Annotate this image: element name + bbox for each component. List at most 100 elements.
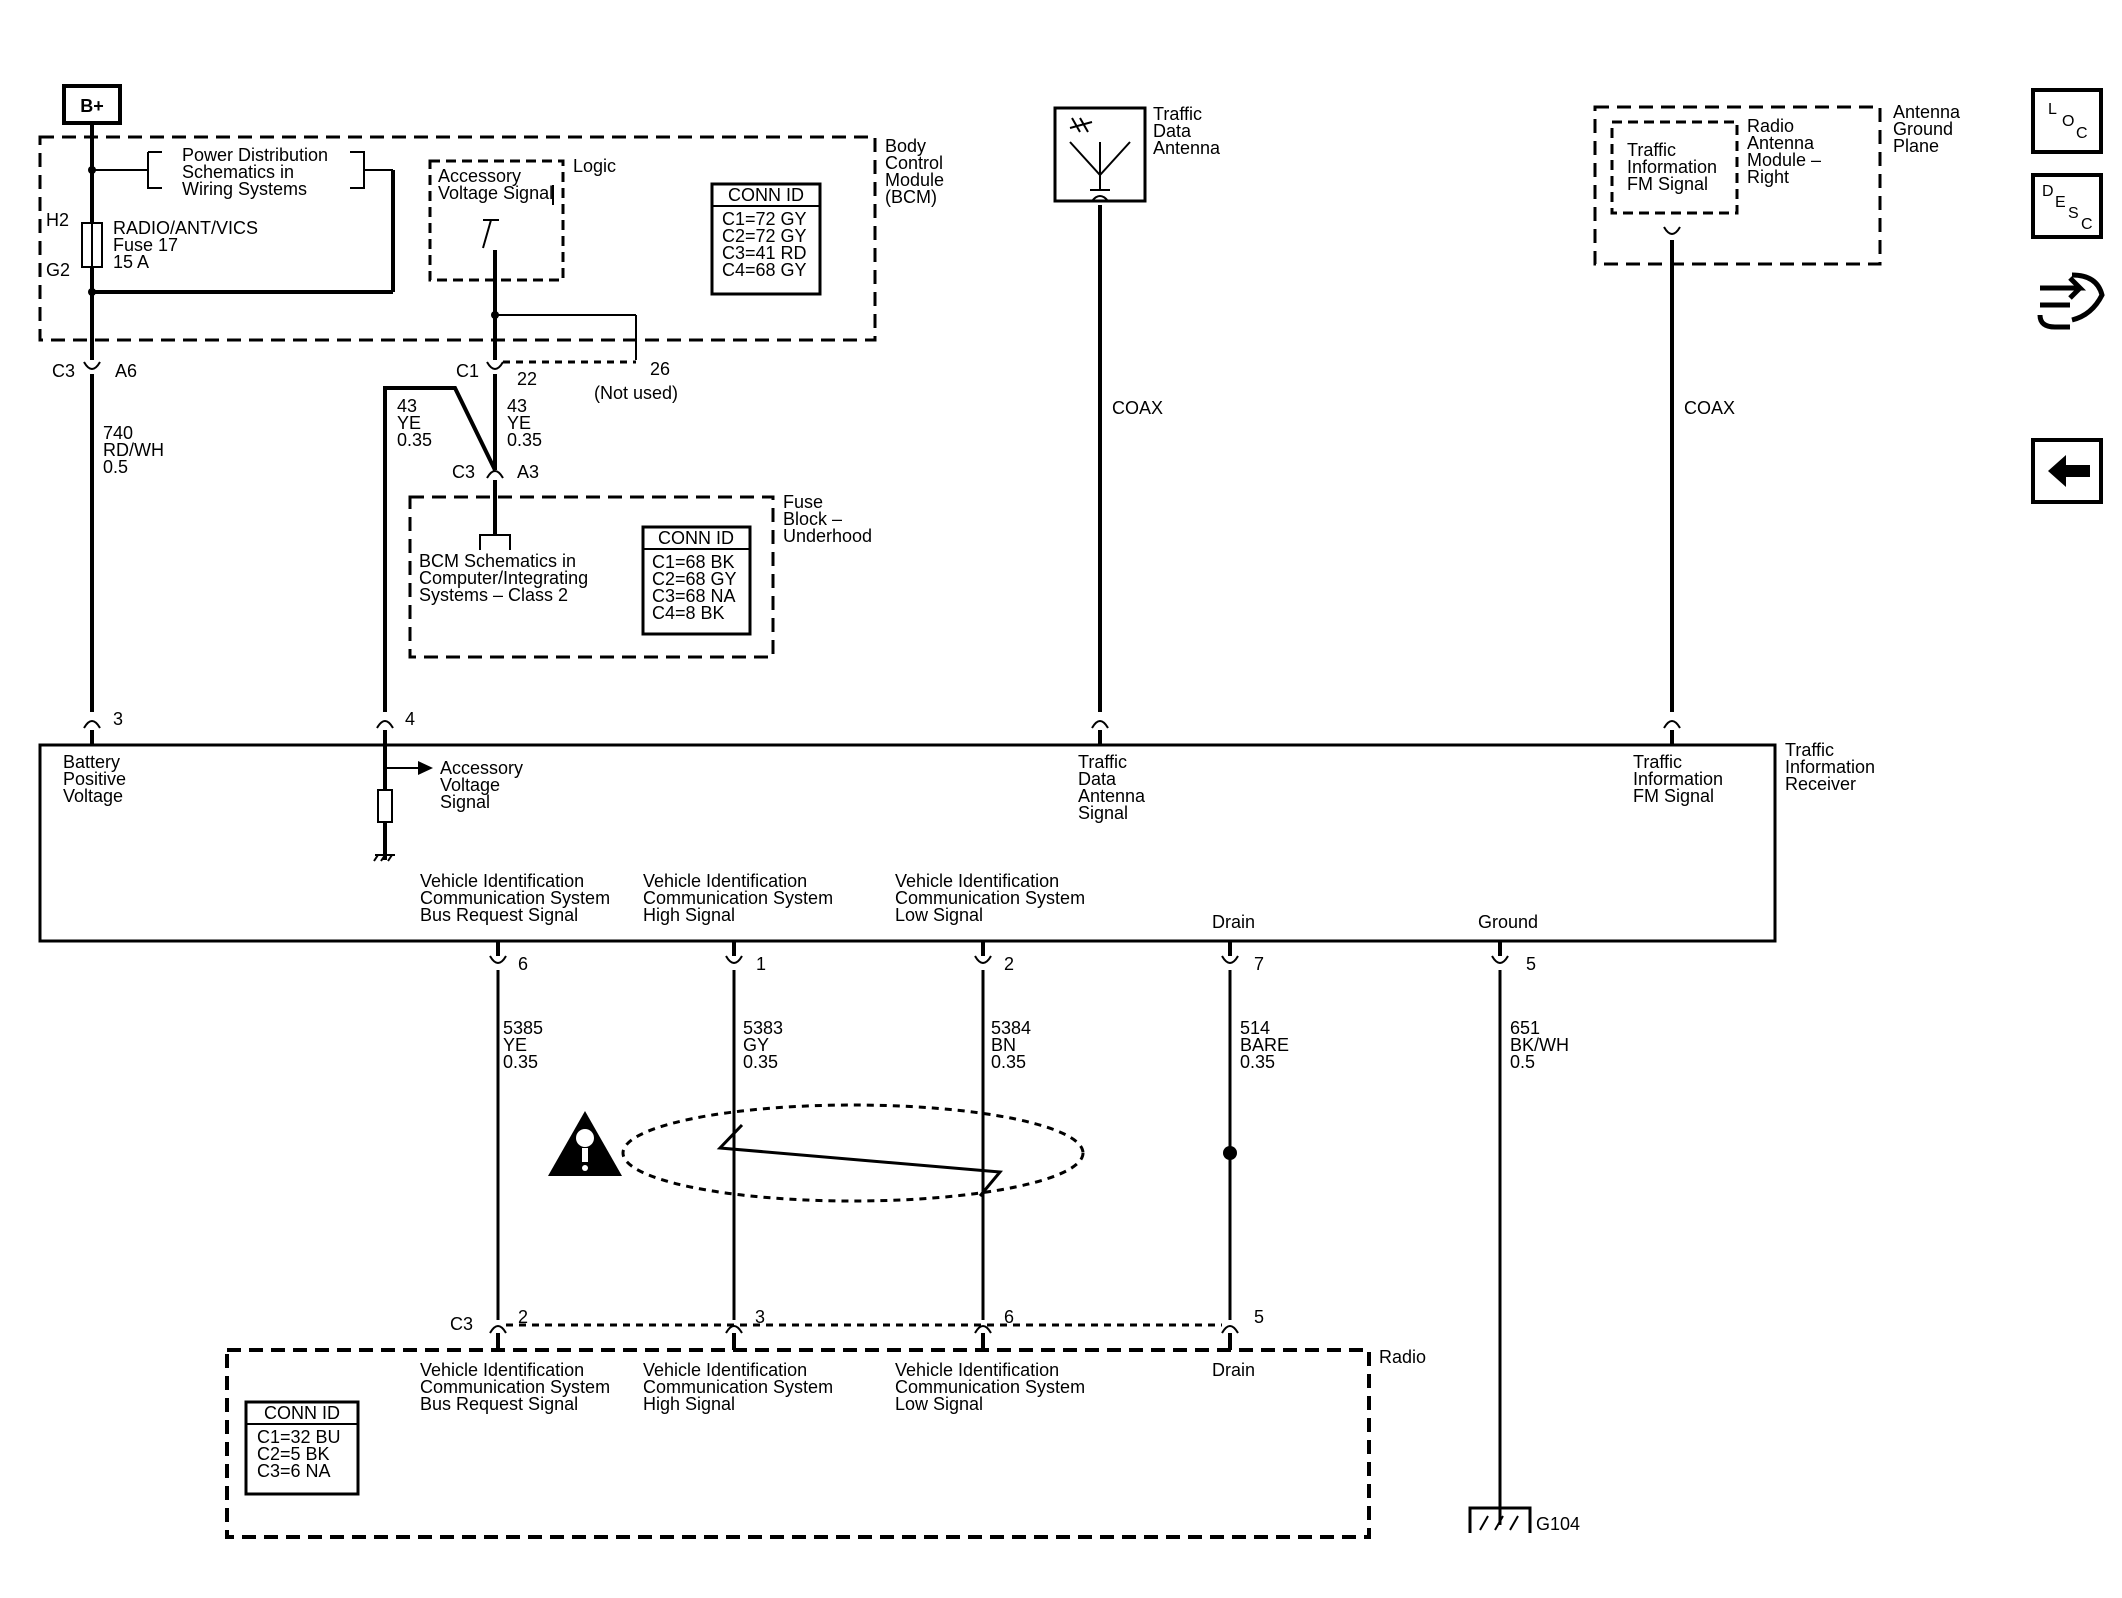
svg-text:C: C <box>2076 125 2088 142</box>
radio-bus-request-label: Vehicle Identification Communication Sys… <box>420 1360 610 1414</box>
svg-text:C3=41 RD: C3=41 RD <box>722 243 807 263</box>
receiver-pin-4: 4 <box>405 709 415 729</box>
svg-text:5384: 5384 <box>991 1018 1031 1038</box>
wire-514-label: 514 BARE 0.35 <box>1240 1018 1289 1072</box>
svg-text:GY: GY <box>743 1035 769 1055</box>
receiver-drain-label: Drain <box>1212 912 1255 932</box>
svg-text:Vehicle Identification: Vehicle Identification <box>895 871 1059 891</box>
svg-text:Vehicle Identification: Vehicle Identification <box>420 1360 584 1380</box>
pull-down-resistor <box>377 789 393 823</box>
wire-740-label: 740 RD/WH 0.5 <box>103 423 164 477</box>
svg-text:740: 740 <box>103 423 133 443</box>
receiver-bus-request-label: Vehicle Identification Communication Sys… <box>420 871 610 925</box>
svg-text:5385: 5385 <box>503 1018 543 1038</box>
radio-connector-pins: 2 3 6 5 <box>489 1307 1264 1334</box>
bcm-title: Body Control Module (BCM) <box>885 136 944 207</box>
svg-text:Communication System: Communication System <box>895 1377 1085 1397</box>
svg-text:RADIO/ANT/VICS: RADIO/ANT/VICS <box>113 218 258 238</box>
svg-text:S: S <box>2068 205 2079 222</box>
svg-text:Signal: Signal <box>1078 803 1128 823</box>
svg-text:0.35: 0.35 <box>397 430 432 450</box>
connector-pin-26: 26 <box>650 359 670 379</box>
svg-text:Systems – Class 2: Systems – Class 2 <box>419 585 568 605</box>
radio-high-signal-label: Vehicle Identification Communication Sys… <box>643 1360 833 1414</box>
coax-label-2: COAX <box>1684 398 1735 418</box>
wire-5383-label: 5383 GY 0.35 <box>743 1018 783 1072</box>
svg-text:6: 6 <box>518 954 528 974</box>
svg-text:2: 2 <box>1004 954 1014 974</box>
svg-text:Wiring Systems: Wiring Systems <box>182 179 307 199</box>
svg-text:Bus Request Signal: Bus Request Signal <box>420 905 578 925</box>
svg-text:Communication System: Communication System <box>420 1377 610 1397</box>
svg-text:High Signal: High Signal <box>643 1394 735 1414</box>
coax-label-1: COAX <box>1112 398 1163 418</box>
svg-text:Control: Control <box>885 153 943 173</box>
svg-text:0.35: 0.35 <box>503 1052 538 1072</box>
svg-text:C2=5 BK: C2=5 BK <box>257 1444 330 1464</box>
svg-text:Module –: Module – <box>1747 150 1821 170</box>
ground-g104-icon <box>1468 1506 1532 1533</box>
svg-text:Vehicle Identification: Vehicle Identification <box>643 1360 807 1380</box>
svg-text:BK/WH: BK/WH <box>1510 1035 1569 1055</box>
radio-box <box>225 1348 1371 1539</box>
svg-text:Low Signal: Low Signal <box>895 905 983 925</box>
svg-text:0.35: 0.35 <box>507 430 542 450</box>
svg-text:Ground: Ground <box>1893 119 1953 139</box>
svg-text:Vehicle Identification: Vehicle Identification <box>895 1360 1059 1380</box>
svg-text:Computer/Integrating: Computer/Integrating <box>419 568 588 588</box>
traffic-information-receiver-box <box>38 743 1777 943</box>
wire-5385-label: 5385 YE 0.35 <box>503 1018 543 1072</box>
svg-text:C4=8 BK: C4=8 BK <box>652 603 725 623</box>
svg-text:Vehicle Identification: Vehicle Identification <box>420 871 584 891</box>
bcm-conn-id-title: CONN ID <box>728 185 804 205</box>
connector-pin-22: 22 <box>517 369 537 389</box>
connector-end-view-icon[interactable] <box>2037 272 2105 330</box>
svg-text:Antenna: Antenna <box>1893 102 1961 122</box>
fuse-block-box <box>408 495 775 659</box>
signal-arrow-icon <box>418 761 433 775</box>
svg-text:0.5: 0.5 <box>103 457 128 477</box>
drain-splice-dot <box>1223 1146 1237 1160</box>
svg-text:Communication System: Communication System <box>643 1377 833 1397</box>
svg-text:Antenna: Antenna <box>1153 138 1221 158</box>
svg-text:YE: YE <box>503 1035 527 1055</box>
svg-text:Fuse 17: Fuse 17 <box>113 235 178 255</box>
logic-box <box>428 159 565 282</box>
bcm-conn-id-box <box>710 182 822 296</box>
accessory-voltage-signal-label: Accessory Voltage Signal <box>440 758 523 812</box>
bcm-reference-text: BCM Schematics in Computer/Integrating S… <box>419 551 588 605</box>
bcm-conn-id-rows: C1=72 GY C2=72 GY C3=41 RD C4=68 GY <box>722 209 807 280</box>
location-view-button[interactable]: L O C <box>2031 88 2103 154</box>
svg-text:Low Signal: Low Signal <box>895 1394 983 1414</box>
receiver-low-signal-label: Vehicle Identification Communication Sys… <box>895 871 1085 925</box>
svg-text:0.5: 0.5 <box>1510 1052 1535 1072</box>
fuse-block-conn-id-box <box>641 525 752 636</box>
svg-text:0.35: 0.35 <box>991 1052 1026 1072</box>
back-arrow-icon <box>2048 455 2090 487</box>
svg-text:C2=68 GY: C2=68 GY <box>652 569 737 589</box>
connector-pin-a3: A3 <box>517 462 539 482</box>
svg-text:FM Signal: FM Signal <box>1633 786 1714 806</box>
svg-text:Communication System: Communication System <box>895 888 1085 908</box>
svg-text:0.35: 0.35 <box>1240 1052 1275 1072</box>
receiver-fm-signal-label: Traffic Information FM Signal <box>1633 752 1723 806</box>
receiver-pin-3: 3 <box>113 709 123 729</box>
back-arrow-button[interactable] <box>2031 438 2103 504</box>
svg-text:O: O <box>2062 113 2074 130</box>
fuse-block-title: Fuse Block – Underhood <box>783 492 872 546</box>
fuse-terminal-h2: H2 <box>46 210 69 230</box>
svg-text:Traffic: Traffic <box>1633 752 1682 772</box>
svg-text:Voltage: Voltage <box>63 786 123 806</box>
svg-text:L: L <box>2048 101 2057 118</box>
svg-text:Signal: Signal <box>440 792 490 812</box>
wire-5384-label: 5384 BN 0.35 <box>991 1018 1031 1072</box>
svg-text:Radio: Radio <box>1747 116 1794 136</box>
svg-text:C4=68 GY: C4=68 GY <box>722 260 807 280</box>
svg-text:E: E <box>2055 194 2066 211</box>
caution-icon[interactable] <box>548 1111 622 1176</box>
svg-text:514: 514 <box>1240 1018 1270 1038</box>
description-view-button[interactable]: D E S C <box>2031 173 2103 239</box>
svg-text:Traffic: Traffic <box>1078 752 1127 772</box>
svg-text:BN: BN <box>991 1035 1016 1055</box>
